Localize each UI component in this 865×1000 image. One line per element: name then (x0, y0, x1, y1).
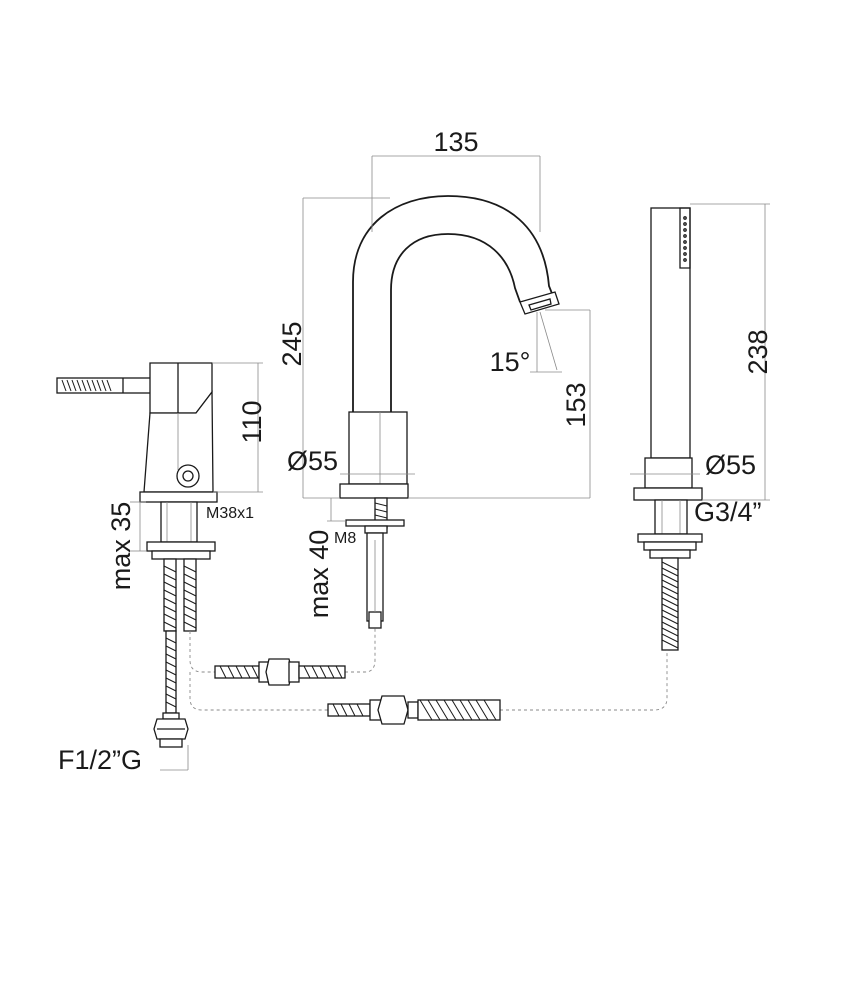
shower-nozzles (683, 216, 687, 262)
dim-dia-55-shower: Ø55 (705, 450, 756, 480)
dim-135: 135 (433, 127, 478, 157)
label-thread-m8: M8 (334, 530, 356, 547)
shower-spiral-hose (661, 557, 679, 651)
lever-handle (56, 377, 153, 394)
dim-max-35: max 35 (106, 502, 136, 591)
spout-dimensions (302, 155, 591, 522)
label-fitting-f12: F1/2”G (58, 745, 142, 775)
dim-max-40: max 40 (304, 530, 334, 619)
connection-hoses (189, 628, 668, 725)
dim-angle-15: 15° (490, 347, 531, 377)
mixer-body (56, 362, 218, 748)
mixer-dimensions (130, 362, 263, 771)
hand-shower (633, 207, 703, 651)
dim-153: 153 (561, 382, 591, 427)
mixer-flex-hoses (153, 558, 197, 748)
dim-245: 245 (277, 321, 307, 366)
dim-dia-55-spout: Ø55 (287, 446, 338, 476)
dim-110: 110 (237, 400, 267, 443)
dim-238: 238 (743, 329, 773, 374)
spout (339, 195, 560, 629)
label-thread-m38: M38x1 (206, 505, 254, 522)
label-thread-g34: G3/4” (694, 497, 762, 527)
shower-dimensions (630, 203, 770, 501)
